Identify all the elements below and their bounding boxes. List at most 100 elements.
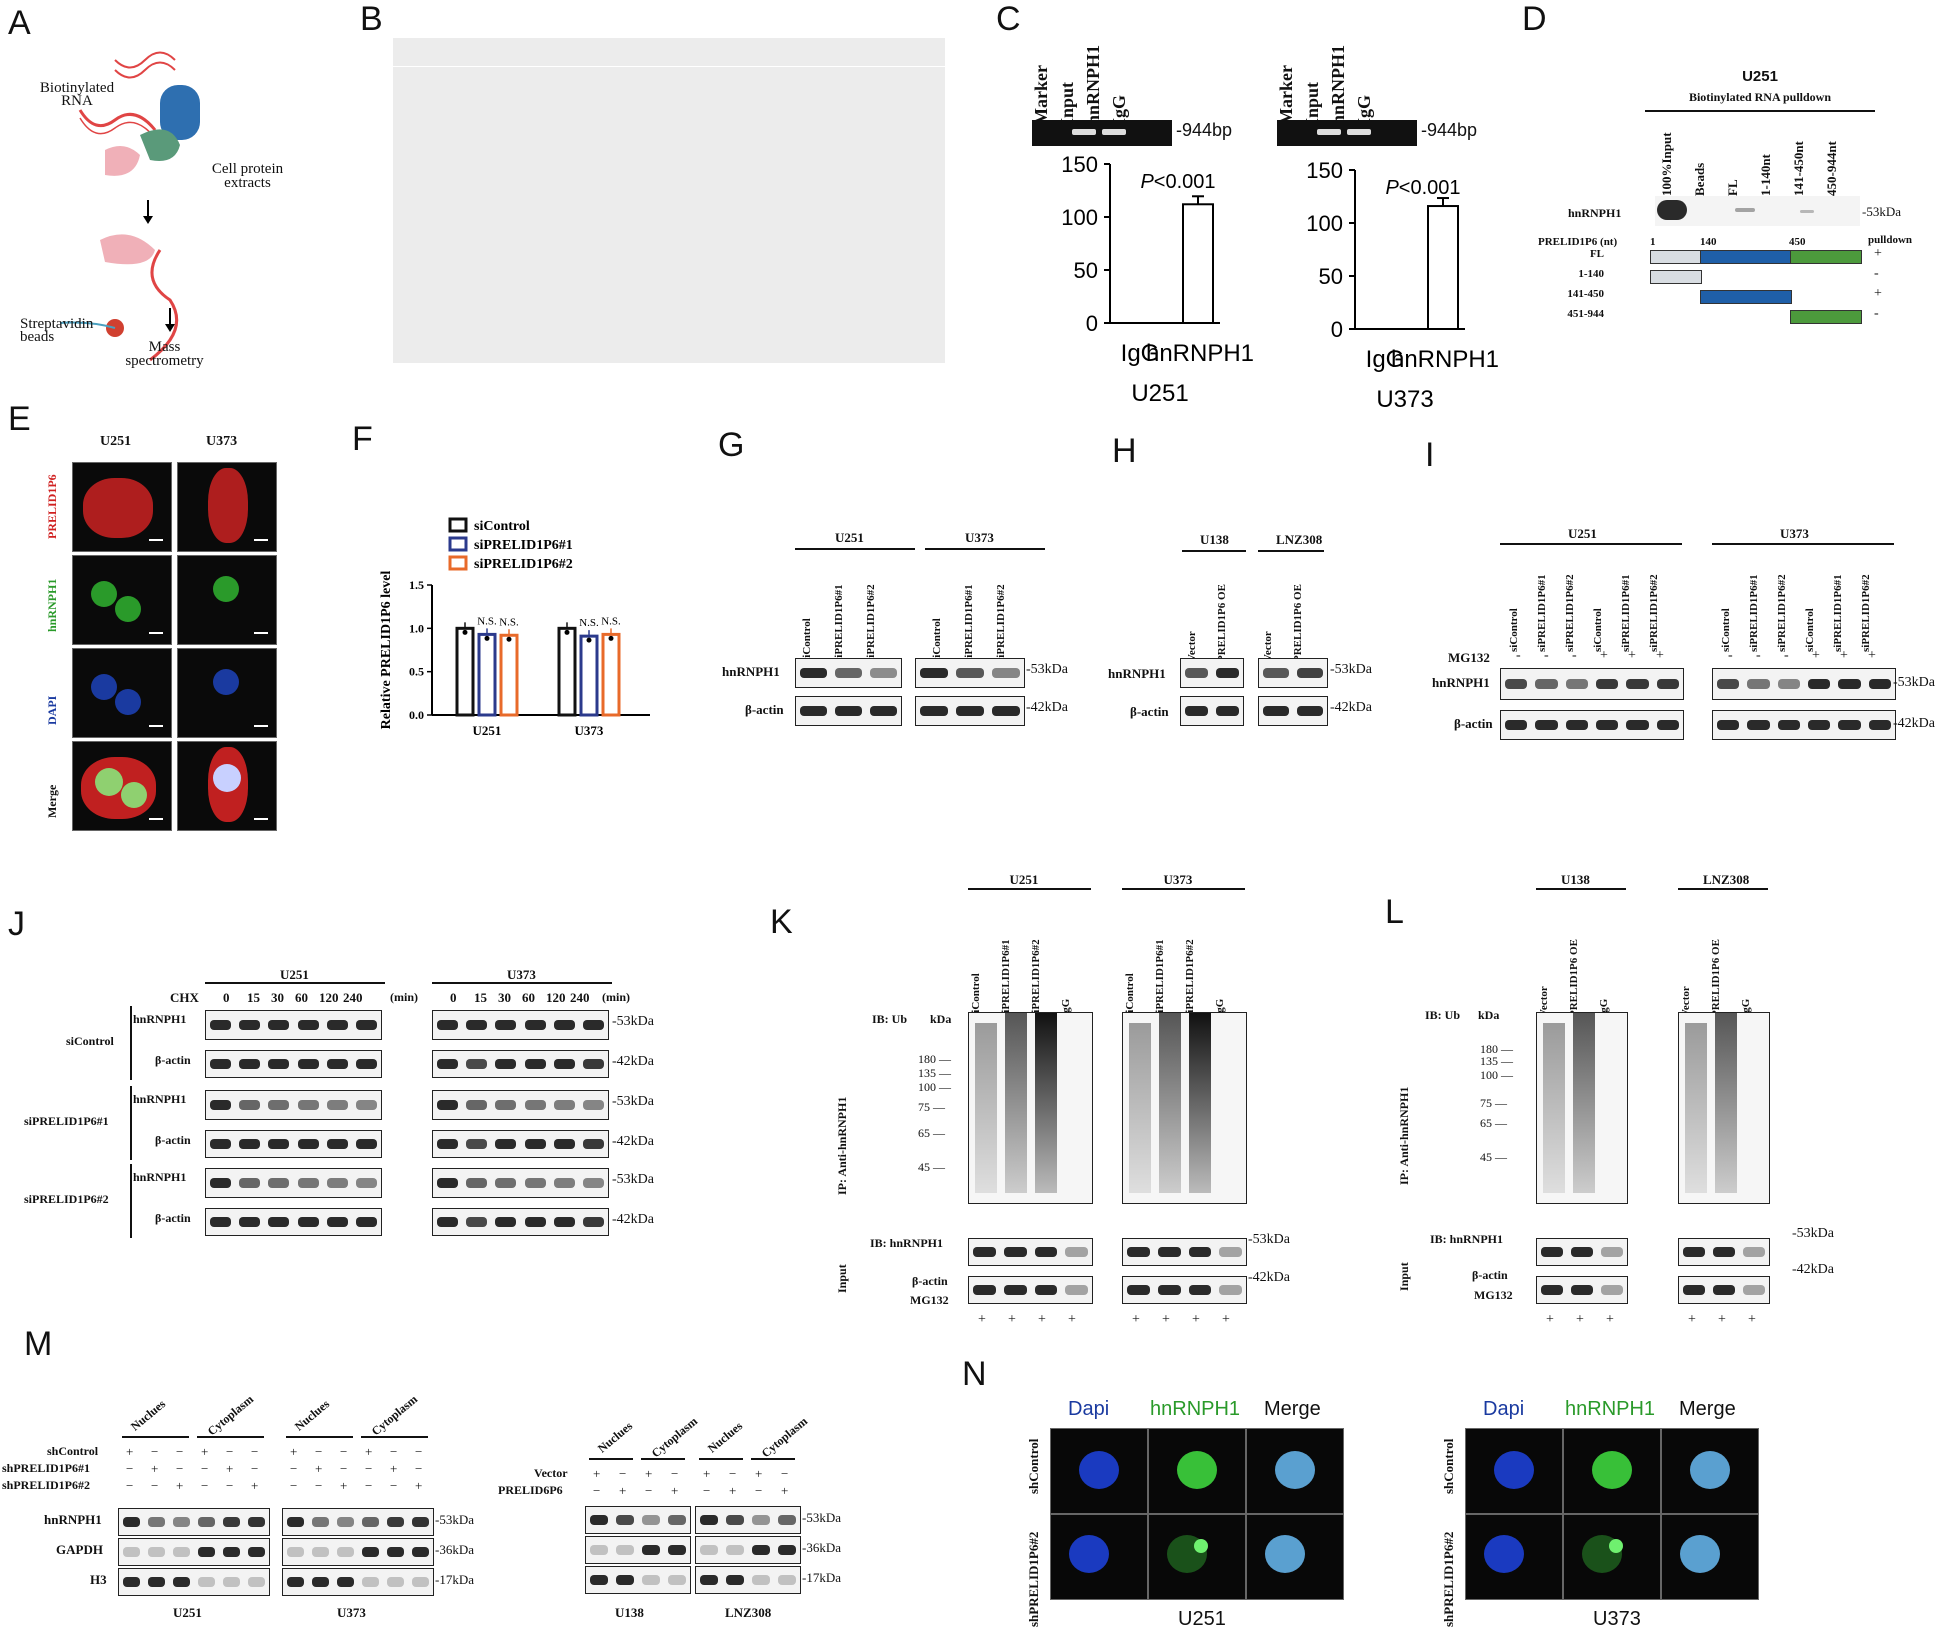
fraction-label: Cytoplasm [368,1391,421,1439]
actin-input-blot [1122,1276,1247,1304]
blot-band [1188,1247,1212,1257]
x-tick-label: hnRNPH1 [1391,346,1499,373]
blot-band [326,1139,348,1149]
blot-band [973,1285,996,1295]
panel-label-l: L [1385,893,1404,931]
cell-label: U251 [1178,1608,1226,1630]
lane-label: siControl [1592,608,1604,652]
hnrnph1-blot [205,1010,382,1040]
blot-band [1868,720,1891,730]
data-point [462,629,468,635]
blot-band [466,1178,488,1188]
condition-sign: − [390,1444,398,1459]
blot-band [956,668,984,678]
fraction-label: Nuclues [127,1396,169,1434]
blot-band [297,1178,319,1188]
condition-sign: + [390,1461,398,1476]
blot-band [1185,706,1208,716]
panel-label-k: K [770,903,793,941]
condition-sign: − [593,1483,601,1498]
fraction-label: Cytoplasm [758,1413,811,1461]
time-point: 60 [522,990,535,1005]
blot-band [835,668,862,678]
time-point: 240 [570,990,590,1005]
condition-sign: − [226,1478,234,1493]
mg132-sign: + [1192,1312,1200,1327]
blot-band [198,1547,215,1557]
condition-sign: + [703,1466,711,1481]
panel-label-n: N [962,1355,987,1393]
blot-band [362,1577,379,1587]
blot-band [752,1545,770,1555]
blot-band [268,1139,290,1149]
actin-blot [205,1208,382,1236]
time-point: 60 [295,990,308,1005]
panel-label-f: F [352,420,373,458]
blot-band [466,1059,488,1069]
blot-band [582,1059,604,1069]
lane-label: siPRELID1P6#2 [1648,574,1660,652]
blot-band [326,1020,348,1030]
blot-band [616,1515,634,1525]
ns-label: N.S. [601,615,621,627]
bar [1427,205,1459,330]
panel-label-e: E [8,400,31,438]
lane-label: siPRELID1P6#2 [1030,939,1042,1017]
marker-label: 180 — [1480,1042,1513,1056]
kda-label: -53kDa [1862,204,1901,219]
lane-label: siControl [1508,608,1520,652]
micrograph [72,741,172,831]
group-underline [925,548,1045,550]
fraction-label: Nuclues [704,1418,746,1456]
kda-label: -42kDa [1792,1262,1834,1277]
nucleus-stain [213,576,239,602]
condition-sign: − [176,1444,184,1459]
lane-label: 100%Input [1659,132,1674,196]
blot-band [355,1100,377,1110]
micrograph [1246,1514,1344,1600]
blot-band [1713,1285,1735,1295]
bar [477,632,497,717]
channel-label: PRELID1P6 [45,474,59,539]
blot-band [1683,1247,1705,1257]
blot-band [268,1178,290,1188]
blot-band [297,1217,319,1227]
blot-band [223,1547,240,1557]
micrograph [177,462,277,552]
gel-band [1317,129,1341,135]
blot-band [239,1217,261,1227]
blot-band [1541,1285,1563,1295]
blot-band [198,1577,215,1587]
condition-sign: + [781,1483,789,1498]
blot-band [616,1575,634,1585]
blot-band [1777,720,1800,730]
kda-label: -53kDa [1026,662,1068,677]
time-point: 30 [498,990,511,1005]
cell-stain [83,478,153,538]
blot-band [123,1577,140,1587]
hnrnph1-blot [282,1508,434,1536]
nucleus-stain [1177,1451,1217,1489]
row-label: hnRNPH1 [1432,675,1490,690]
blot-band [1535,720,1558,730]
blot-band [287,1547,304,1557]
nucleus-stain [1484,1535,1524,1573]
panel-label-b: B [360,0,383,38]
lane-label: siPRELID1P6#1 [833,584,845,662]
lane-label: Marker [1276,65,1296,125]
hnrnph1-blot [432,1168,609,1198]
blot-band [1297,706,1323,716]
micrograph [177,555,277,645]
blot-band [870,706,897,716]
micrograph [1148,1428,1246,1514]
ns-label: N.S. [579,617,599,629]
y-tick-label: 150 [1061,152,1098,177]
cell-label: U373 [206,434,238,449]
blot-band [1596,679,1619,689]
blot-band [1297,668,1323,678]
blot-band [752,1575,770,1585]
ib-label: IB: hnRNPH1 [870,1236,944,1250]
time-point: 0 [223,990,230,1005]
lane-label: siControl [931,618,943,662]
blot-band [668,1575,686,1585]
